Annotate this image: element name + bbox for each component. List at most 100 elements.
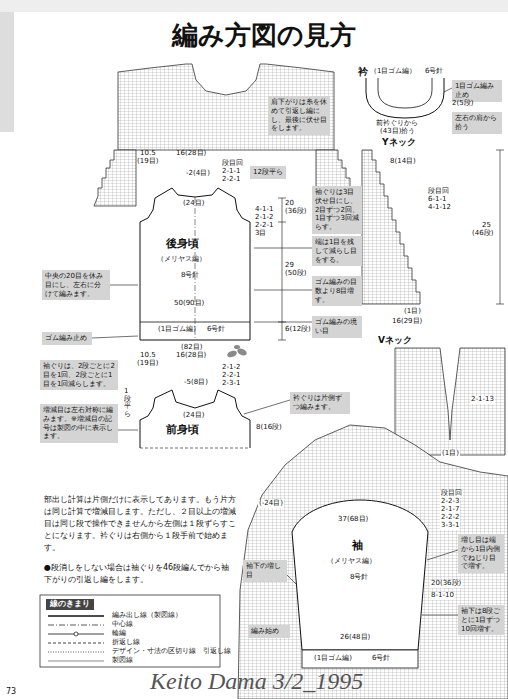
front-body-outline (140, 390, 250, 448)
center-line (195, 197, 196, 340)
legend-line-sample (48, 625, 104, 626)
page-title: 編み方図の見方 (172, 18, 356, 53)
note-text: 袖ぐりは3目伏せ目にし、2目ずつ2回、1目ずつ3回減らす。 (315, 188, 359, 232)
dimension-label: 段目回 (440, 490, 463, 498)
dimension-label: 6号針 (207, 326, 225, 334)
dimension-label: (19目) (137, 158, 158, 166)
dimension-label: (24目) (183, 412, 204, 420)
dimension-label: (1目) (441, 450, 460, 458)
dimension-label: 10.5 (140, 352, 156, 360)
note-text: ゴム編み止め (45, 334, 89, 343)
dimension-label: 37(68目) (338, 516, 368, 524)
leader-line (287, 575, 297, 585)
legend-text: 輪編 (112, 630, 126, 638)
note-text: 増減目は左右対称に編みます。※増減目の記号は製図の中に表示します。 (43, 406, 115, 441)
page-number: 73 (6, 688, 16, 697)
callout-note: 衿ぐりは片側ずつ編みます。 (290, 392, 350, 414)
dimension-label: 2-2-1 (222, 176, 240, 184)
legend-box (40, 595, 220, 667)
callout-note: 1目ゴム編み止め (452, 80, 502, 102)
dimension-label: (82目) (181, 344, 202, 352)
dimension-label: 前身頃 (166, 424, 199, 436)
dimension-label: (1目) (404, 308, 421, 316)
dimension-label: 2-1-2 (255, 214, 273, 222)
dimension-label: (19目) (137, 360, 158, 368)
dimension-label: 4-1-1 (255, 206, 273, 214)
leader-line (254, 322, 312, 323)
dimension-label: 26(48目) (340, 634, 370, 642)
dimension-label: 8号針 (350, 574, 368, 582)
leaf-ornament (226, 345, 248, 359)
dimension-label: 50(90目) (174, 300, 204, 308)
dimension-label: 3-3-1 (440, 522, 460, 530)
dimension-label: 2-1-7 (440, 506, 460, 514)
dimension-label: 8(16段) (256, 424, 282, 432)
callout-note: 左右の肩から拾う (452, 112, 502, 134)
dimension-label: Yネック (382, 138, 416, 148)
dimension-label: 後身頃 (166, 238, 199, 250)
dimension-label: 6(12段) (285, 326, 311, 334)
legend-line-sample (48, 615, 104, 617)
leader-line (110, 285, 138, 286)
legend-line-sample (48, 661, 104, 662)
callout-note: 袖下の増し目 (243, 560, 287, 582)
dimension-label: 前衿ぐりから (376, 120, 418, 128)
note-paragraph: ●段消しをしない場合は袖ぐりを46段編んでから袖下がりの引返し編をします。 (44, 562, 236, 586)
note-text: 左右の肩から拾う (455, 114, 499, 132)
cut-line (140, 448, 250, 449)
dimension-label: 2-1-13 (470, 396, 495, 404)
dimension-label: (43目)拾う (380, 128, 415, 136)
callout-note: 12段平ら (250, 166, 286, 179)
callout-note: ゴム編みの境い目 (312, 316, 362, 338)
leader-line (244, 400, 290, 414)
note-text: 中央の20目を休み目にし、左右に分けて編みます。 (45, 272, 107, 298)
dimension-label: (50段) (285, 270, 306, 278)
dimension-label: （メリヤス編） (327, 558, 376, 566)
callout-note: ゴム編み止め (42, 332, 92, 345)
dimension-label: 2-1-2 (222, 364, 240, 372)
back-body-outline (140, 188, 250, 340)
dimension-label: 線のきまり (46, 599, 94, 610)
legend-ring-mark (74, 632, 78, 636)
dimension-label: 8-1-10 (430, 592, 455, 600)
sleeve-cuff (302, 650, 418, 668)
dimension-label: 8号針 (181, 272, 199, 280)
callout-note: 袖ぐりは、2段ごとに2目を1回、2段ごとに1目を1回減らします。 (40, 360, 118, 390)
legend-text: 中心線 (112, 621, 133, 629)
dimension-label: 3目 (255, 230, 266, 238)
dimension-label: (1目ゴム編) (314, 655, 352, 663)
dimension-label: 16(29目) (392, 318, 422, 326)
callout-note: 袖ぐりは3目伏せ目にし、2目ずつ2回、1目ずつ3回減らす。 (312, 186, 362, 234)
legend-text: 編み出し線（製図線） (112, 612, 182, 620)
note-text: 肩下がりは糸を休めて引返し編にし、最後に伏せ目をします。 (271, 98, 327, 133)
leader-line (422, 615, 458, 616)
dimension-label: 衿 (358, 66, 368, 77)
watermark: Keito Dama 3/2_1995 (150, 668, 363, 694)
dimension-label: 10.5 (140, 150, 156, 158)
dimension-label: 段目回 (428, 188, 449, 196)
leader-line (254, 290, 312, 291)
dimension-label: 16(28目) (176, 150, 206, 158)
dimension-label: 16(28目) (176, 352, 206, 360)
dimension-label: （1目ゴム編） (370, 68, 416, 76)
dimension-label: 6号針 (425, 68, 443, 76)
dimension-label: 20 (285, 200, 294, 208)
side-strip (0, 12, 14, 132)
callout-note: 中央の20目を休み目にし、左右に分けて編みます。 (42, 270, 110, 300)
callout-note: ゴム編みの目数より8目増す。 (312, 276, 362, 306)
note-text: 1目ゴム編み止め (455, 82, 499, 100)
note-text: 袖下の増し目 (246, 562, 284, 580)
callout-note: 増し目は端から1目内側でねじり目で増す。 (458, 534, 504, 573)
legend-line-sample (48, 643, 104, 644)
note-text: 袖ぐりは、2段ごとに2目を1回、2段ごとに1目を1回減らします。 (43, 362, 115, 388)
note-text: 12段平ら (253, 168, 283, 177)
dimension-label: 6-1-1 (428, 196, 446, 204)
dimension-label: 2-1-1 (222, 168, 240, 176)
dimension-label: 4-1-12 (428, 204, 451, 212)
legend-text: デザイン・寸法の区切り線 引返し線 (112, 648, 231, 656)
dimension-label: 2-2-2 (440, 514, 460, 522)
leader-line (444, 88, 452, 92)
dimension-label: 2(5段) (452, 100, 473, 108)
callout-note: 端は1目を残して減らし目をする。 (312, 236, 362, 266)
callout-note: 袖下は8段ごとに1目ずつ10回増す。 (458, 605, 504, 635)
